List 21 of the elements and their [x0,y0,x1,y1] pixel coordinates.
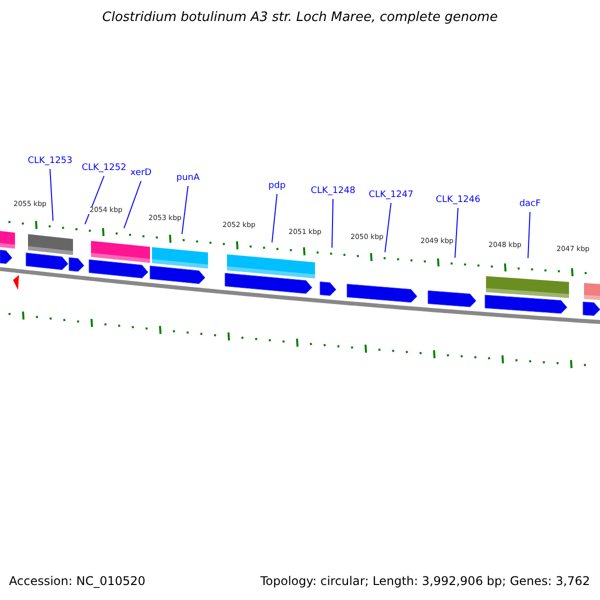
leader-line [272,194,278,243]
leader-line [384,202,392,253]
gene-label: CLK_1253 [28,157,72,166]
leader-line [332,198,334,248]
gene-label: CLK_1247 [368,191,414,200]
gene-label: CLK_1252 [82,164,126,173]
title: Clostridium botulinum A3 str. Loch Maree, complete genome [101,11,499,24]
leader-line [182,186,188,235]
gene-label: dacF [519,200,541,209]
gene-label: CLK_1248 [310,187,356,196]
leader-line [454,208,458,258]
genome-summary: Topology: circular; Length: 3,992,906 bp; Genes: 3,762 [260,575,590,587]
accession-label: Accession: NC_010520 [9,575,146,587]
leader-line [528,212,530,259]
leader-line [124,180,142,229]
gene-label: CLK_1246 [436,196,480,205]
gene-label: xerD [130,169,152,178]
gene-label: pdp [268,182,286,191]
leader-line [50,168,54,222]
gene-label: punA [176,174,200,183]
leader-line [84,176,104,225]
